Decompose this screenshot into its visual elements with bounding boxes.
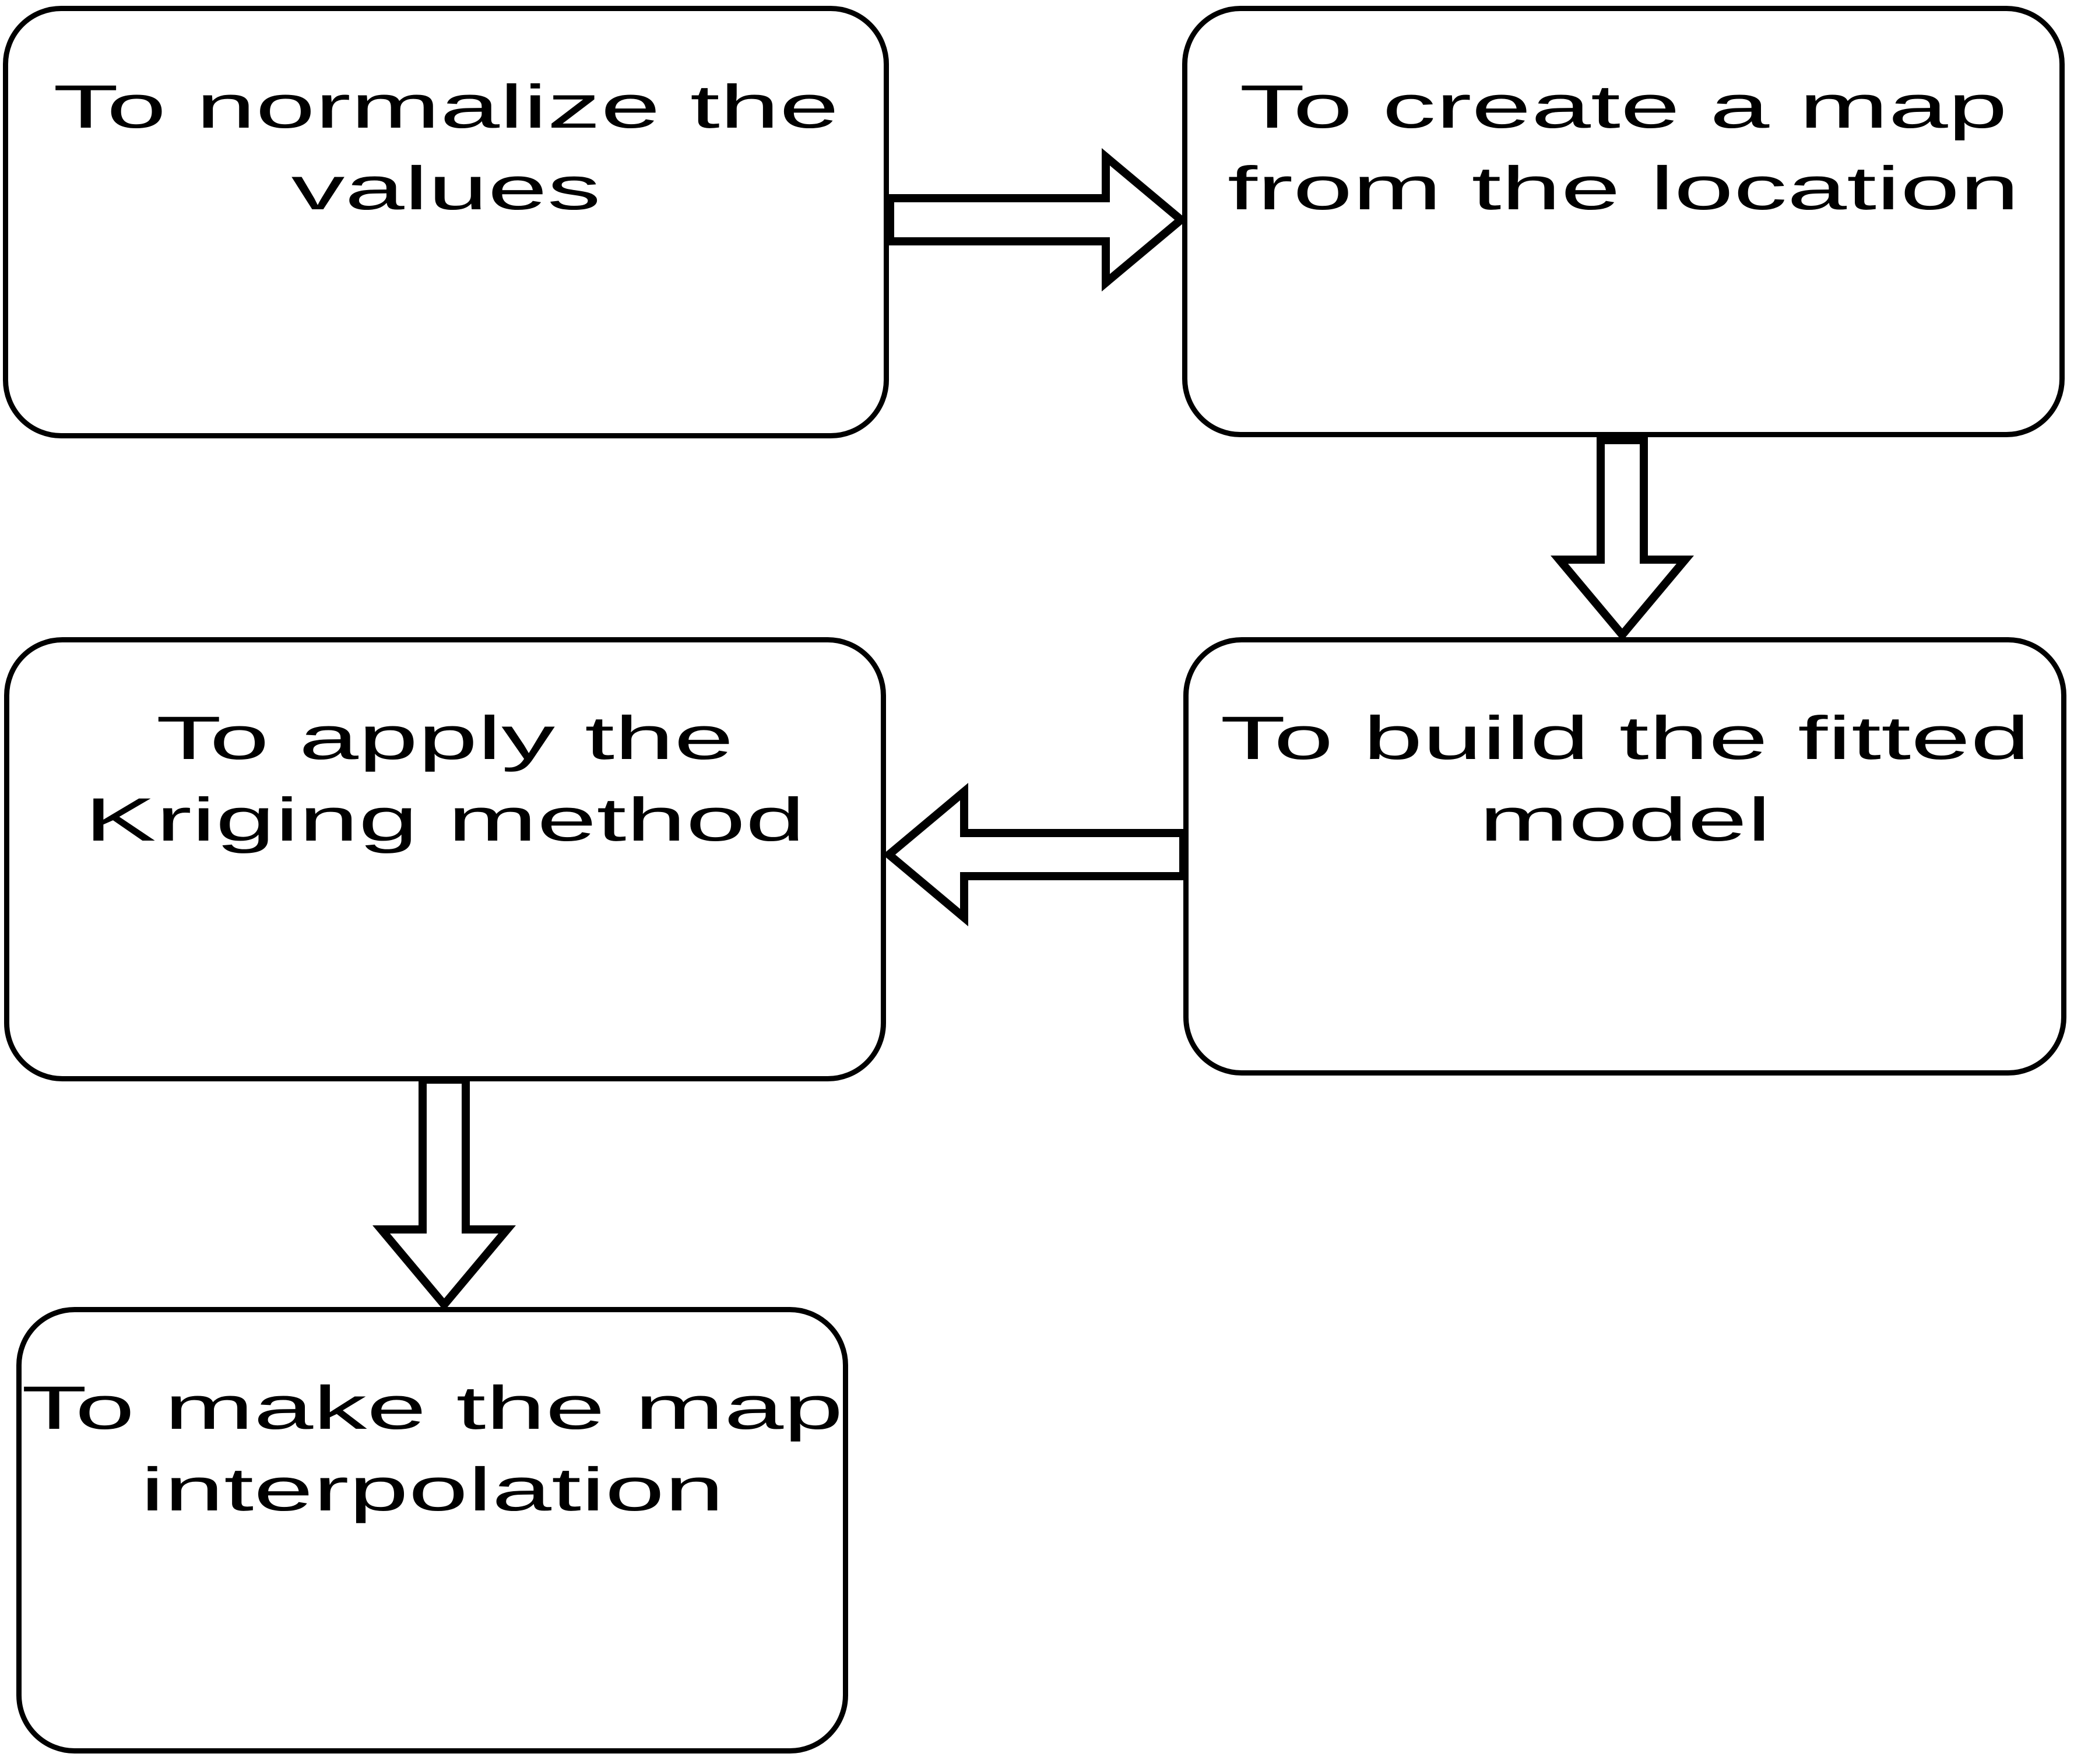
step-label-line: interpolation (140, 1456, 725, 1524)
step-map-interpolation-label: To make the map interpolation (22, 1368, 843, 1531)
step-label-line: Kriging method (85, 786, 806, 854)
step-label-line: from the location (1227, 154, 2020, 223)
step-label-line: To create a map (1239, 73, 2008, 141)
step-apply-kriging: To apply the Kriging method (4, 637, 886, 1081)
step-label-line: To apply the (156, 704, 734, 772)
right-arrow-icon (886, 148, 1187, 291)
step-build-fitted-model: To build the fitted model (1183, 637, 2066, 1076)
step-apply-kriging-label: To apply the Kriging method (85, 698, 806, 861)
down-arrow-icon-bottom (372, 1076, 516, 1311)
step-map-interpolation: To make the map interpolation (16, 1307, 848, 1754)
step-create-map-label: To create a map from the location (1228, 66, 2019, 230)
step-label-line: To make the map (21, 1374, 843, 1442)
step-normalize-values-label: To normalize the values (53, 66, 839, 230)
step-normalize-values: To normalize the values (3, 6, 889, 438)
step-label-line: To build the fitted (1219, 704, 2030, 772)
left-arrow-icon (883, 783, 1187, 926)
down-arrow-icon-top (1551, 436, 1694, 641)
step-build-fitted-model-label: To build the fitted model (1220, 698, 2030, 861)
step-label-line: To normalize the (52, 73, 839, 141)
step-label-line: model (1479, 786, 1771, 854)
step-label-line: values (291, 154, 601, 223)
step-create-map: To create a map from the location (1182, 6, 2065, 437)
